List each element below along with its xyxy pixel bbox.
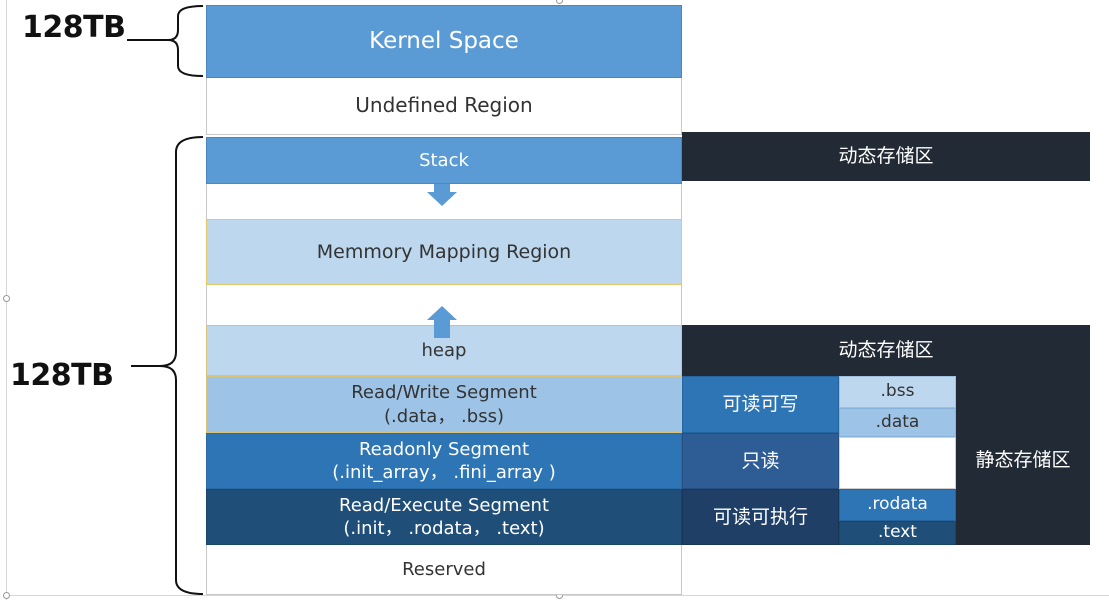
readable-writable-tag: 可读可写 <box>682 376 839 433</box>
resize-handle-bottom-left[interactable] <box>3 592 10 599</box>
bss-section-label: .bss <box>880 381 915 402</box>
reserved-block: Reserved <box>206 545 682 595</box>
read-execute-segment-block: Read/Execute Segment (.init， .rodata， .t… <box>206 489 682 545</box>
data-section-label: .data <box>875 411 920 432</box>
data-section-cell: .data <box>839 408 956 437</box>
static-storage-tag: 静态存储区 <box>956 376 1090 545</box>
kernel-size-label: 128TB <box>22 10 126 45</box>
rodata-section-label: .rodata <box>867 494 928 515</box>
dynamic-storage-heap-tag: 动态存储区 <box>682 325 1090 376</box>
stack-grows-down-arrow-icon <box>427 184 457 206</box>
heap-grows-up-arrow-icon <box>427 306 457 338</box>
static-storage-label: 静态存储区 <box>975 449 1071 472</box>
memory-mapping-label: Memmory Mapping Region <box>316 240 572 263</box>
stack-block: Stack <box>206 137 682 184</box>
kernel-space-label: Kernel Space <box>369 27 519 54</box>
text-section-cell: .text <box>839 521 956 545</box>
memory-mapping-block: Memmory Mapping Region <box>206 219 682 285</box>
readonly-segment-block: Readonly Segment (.init_array， .fini_arr… <box>206 433 682 489</box>
readable-executable-tag: 可读可执行 <box>682 489 839 545</box>
undefined-region-block: Undefined Region <box>206 78 682 135</box>
read-write-segment-sections: (.data， .bss) <box>384 405 504 427</box>
resize-handle-top[interactable] <box>556 0 563 4</box>
read-execute-segment-title: Read/Execute Segment <box>339 494 549 516</box>
reserved-label: Reserved <box>402 558 486 580</box>
undefined-region-label: Undefined Region <box>355 93 533 118</box>
dynamic-storage-stack-label: 动态存储区 <box>838 145 934 168</box>
user-space-size-label: 128TB <box>10 358 114 393</box>
readable-executable-label: 可读可执行 <box>712 505 808 528</box>
read-execute-segment-sections: (.init， .rodata， .text) <box>343 518 545 539</box>
heap-label: heap <box>421 339 467 361</box>
rodata-section-cell: .rodata <box>839 489 956 521</box>
readonly-segment-sections: (.init_array， .fini_array ) <box>332 462 556 483</box>
readable-writable-label: 可读可写 <box>722 393 799 416</box>
readonly-label: 只读 <box>741 449 780 472</box>
read-write-segment-title: Read/Write Segment <box>351 382 537 404</box>
heap-gap <box>206 285 682 325</box>
bss-section-cell: .bss <box>839 376 956 408</box>
readonly-tag: 只读 <box>682 433 839 489</box>
stack-label: Stack <box>419 149 469 171</box>
kernel-space-block: Kernel Space <box>206 5 682 78</box>
dynamic-storage-heap-label: 动态存储区 <box>838 339 934 362</box>
dynamic-storage-stack-tag: 动态存储区 <box>682 132 1090 181</box>
readonly-segment-title: Readonly Segment <box>358 438 530 460</box>
resize-handle-left[interactable] <box>3 295 10 302</box>
read-write-segment-block: Read/Write Segment (.data， .bss) <box>206 376 682 433</box>
text-section-label: .text <box>878 522 917 543</box>
readonly-section-empty-cell <box>839 437 956 489</box>
